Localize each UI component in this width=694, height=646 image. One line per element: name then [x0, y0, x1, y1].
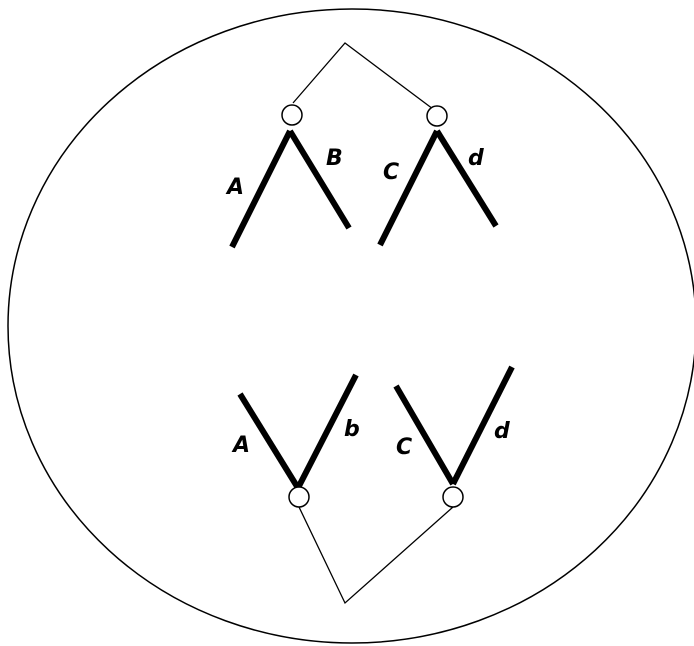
- bottom-spindle-fibers: [299, 507, 453, 603]
- chromatid-top-right-left: [380, 131, 437, 245]
- allele-label-bottom-right-right: d: [494, 419, 510, 444]
- chromosome-top-left: A B: [225, 105, 349, 247]
- allele-label-top-left-right: B: [326, 146, 343, 171]
- cell-membrane: [8, 9, 694, 643]
- allele-label-bottom-right-left: C: [396, 435, 412, 460]
- centromere-top-right: [427, 106, 447, 126]
- chromatid-top-right-right: [437, 131, 496, 226]
- allele-label-bottom-left-left: A: [231, 433, 250, 458]
- allele-label-bottom-left-right: b: [344, 417, 360, 442]
- centromere-top-left: [282, 105, 302, 125]
- allele-label-top-right-right: d: [468, 146, 484, 171]
- chromosome-top-right: C d: [380, 106, 496, 245]
- chromosome-bottom-left: A b: [231, 375, 360, 507]
- allele-label-top-right-left: C: [383, 160, 399, 185]
- centromere-bottom-right: [443, 487, 463, 507]
- top-spindle-fibers: [293, 43, 437, 112]
- chromosome-bottom-right: C d: [396, 367, 512, 507]
- centromere-bottom-left: [289, 487, 309, 507]
- allele-label-top-left-left: A: [225, 175, 244, 200]
